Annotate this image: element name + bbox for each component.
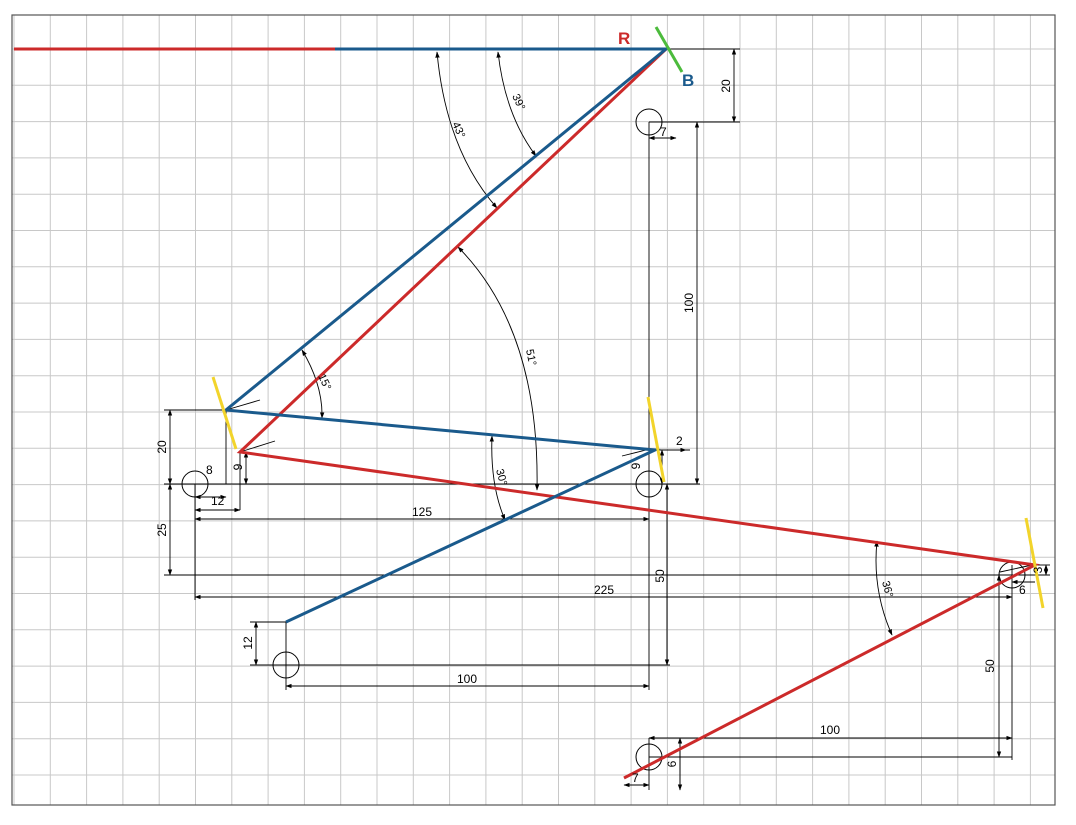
pivot-circle-low [272, 651, 300, 679]
dim-12-left: 12 [211, 494, 225, 508]
dim-100-bottom: 100 [820, 723, 840, 737]
dim-20-top: 20 [719, 79, 733, 93]
top-mirror [654, 26, 684, 73]
dim-8: 8 [206, 463, 213, 477]
angle-39: 39° [509, 92, 527, 112]
blue-ray [222, 47, 671, 624]
angle-51: 51° [523, 348, 538, 367]
pivot-circle-left [181, 470, 209, 498]
angle-labels: 43° 39° 51° 15° 30° 36° [315, 92, 895, 599]
dim-7-top: 7 [660, 125, 667, 139]
red-ray [14, 47, 1040, 780]
pivot-circle-top [635, 108, 663, 136]
dim-20-left: 20 [155, 440, 169, 454]
dim-7-bottom: 7 [632, 771, 639, 785]
middle-mirror [646, 396, 666, 483]
dimension-lines [167, 48, 1049, 791]
dim-50-right: 50 [983, 659, 997, 673]
dim-6-right: 6 [1019, 583, 1026, 597]
blue-ray-label: B [682, 71, 694, 90]
dim-50-mid: 50 [653, 569, 667, 583]
right-mirror [1024, 517, 1045, 609]
red-ray-label: R [618, 29, 630, 48]
dim-100-vertical: 100 [682, 293, 696, 313]
angle-43: 43° [449, 120, 467, 140]
dim-100-low: 100 [457, 672, 477, 686]
pivot-circle-mid [635, 470, 663, 498]
drawing-frame [11, 14, 1056, 806]
dim-6-bottom: 6 [665, 760, 679, 767]
dim-12-low: 12 [241, 636, 255, 650]
angle-arcs [225, 51, 1033, 636]
dim-225: 225 [594, 583, 614, 597]
dimension-labels: 20 7 100 2 20 8 12 9 9 25 125 225 50 12 … [155, 79, 1045, 785]
dim-9-mid: 9 [629, 462, 643, 469]
angle-30: 30° [493, 468, 509, 487]
background-grid [12, 15, 1055, 805]
mirrors [211, 26, 1045, 609]
dim-2: 2 [676, 434, 683, 448]
dim-125: 125 [412, 505, 432, 519]
dim-25: 25 [155, 523, 169, 537]
angle-36: 36° [879, 580, 895, 599]
left-mirror [211, 376, 238, 450]
extension-lines [164, 48, 1050, 790]
pivot-circles [181, 108, 1026, 771]
dim-9-left: 9 [231, 463, 245, 470]
dim-3: 3 [1031, 566, 1045, 573]
